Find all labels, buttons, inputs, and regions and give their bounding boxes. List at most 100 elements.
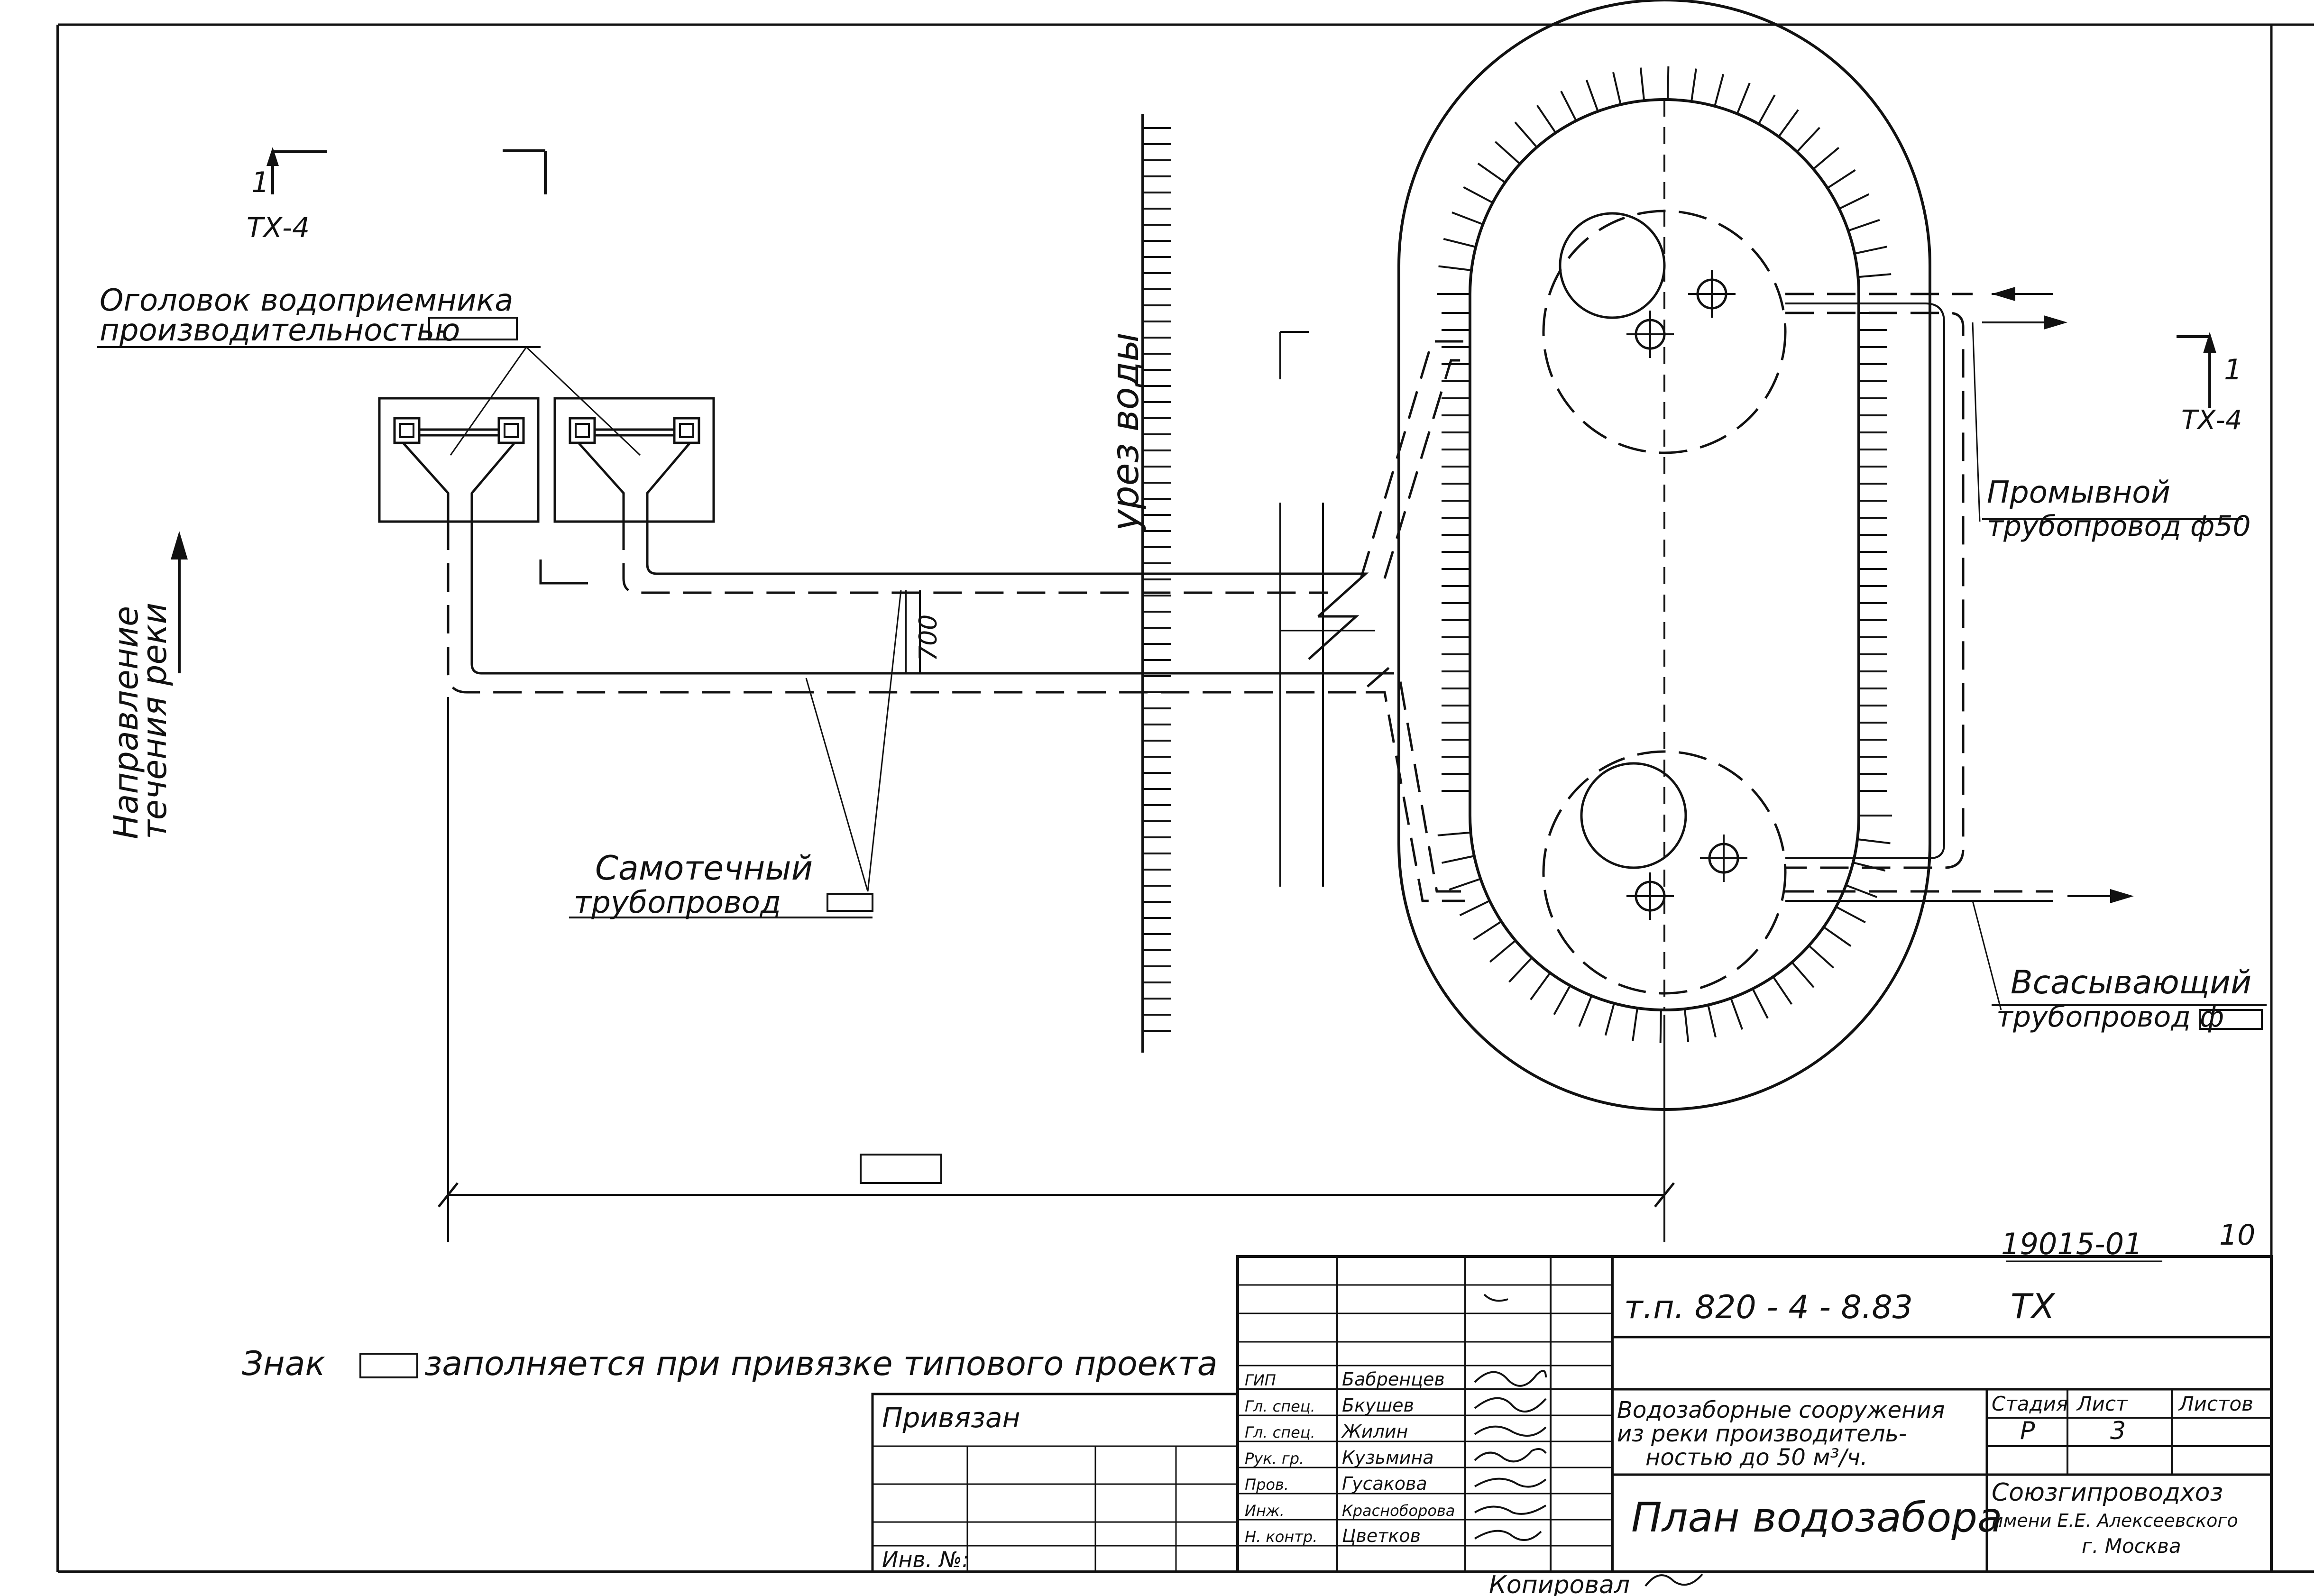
- section-code: ТХ: [2011, 1286, 2056, 1326]
- section-mark-right-ref: ТХ-4: [2181, 405, 2242, 436]
- flush-inflow-arrow: [1992, 287, 2015, 301]
- chamber-hatch-tick: [1494, 141, 1521, 165]
- bound-label: Привязан: [882, 1402, 1020, 1434]
- chamber-hatch-tick: [1838, 193, 1870, 210]
- river-flow-label-line1: Направление: [107, 606, 146, 839]
- organization-line1: Союзгипроводхоз: [1992, 1478, 2223, 1507]
- chamber-hatch-tick: [1604, 1003, 1615, 1036]
- chamber-hatch-tick: [1730, 998, 1744, 1030]
- sheet-value: 3: [2110, 1417, 2126, 1445]
- sheet-corner-number: 10: [2219, 1219, 2255, 1252]
- chamber-hatch-tick: [1449, 878, 1481, 891]
- handwritten-signatures: [1474, 1293, 1547, 1541]
- organization-line3: г. Москва: [2082, 1534, 2181, 1558]
- chamber-outer-wall: [1397, 0, 1931, 1111]
- chamber-hatch-tick: [1560, 91, 1577, 121]
- note-sign-box: [359, 1353, 418, 1378]
- sig-role: Пров.: [1245, 1476, 1289, 1494]
- gravity-pipe-label-line1: Самотечный: [595, 849, 813, 888]
- sig-name: Бкушев: [1342, 1395, 1414, 1416]
- section-mark-number: 1: [251, 166, 269, 199]
- sig-role: Рук. гр.: [1245, 1449, 1304, 1468]
- lower-well: [1542, 750, 1787, 995]
- gravity-pipe-blank: [827, 893, 873, 912]
- sig-role: ГИП: [1245, 1371, 1276, 1389]
- gravity-pipe-label-line2: трубопровод: [574, 885, 781, 920]
- sig-role: Н. контр.: [1245, 1528, 1317, 1546]
- chamber-hatch-tick: [1612, 72, 1622, 105]
- sig-role: Гл. спец.: [1245, 1423, 1315, 1441]
- section-mark-right-number: 1: [2224, 353, 2242, 386]
- section-mark-ref: ТХ-4: [247, 211, 310, 244]
- chamber-hatch-tick: [1778, 109, 1799, 138]
- dim-700: 700: [914, 615, 943, 661]
- project-code: т.п. 820 - 4 - 8.83: [1624, 1289, 1913, 1326]
- chamber-hatch-tick: [1791, 962, 1815, 988]
- flush-pipeline: Промывной трубопровод ф50: [1785, 287, 2251, 869]
- sheet-header: Лист: [2076, 1392, 2128, 1415]
- river-flow-label-line2: течения реки: [135, 603, 174, 839]
- pier-lines: [1279, 331, 1375, 887]
- chamber-hatch-tick: [1514, 121, 1538, 148]
- suction-pipe-blank: [2199, 1009, 2263, 1030]
- intake-head-callout: Оголовок водоприемника производительност…: [97, 283, 641, 456]
- bank-hatching: [1143, 127, 1171, 1032]
- chamber-hatch-tick: [1772, 976, 1793, 1005]
- distance-blank: [860, 1154, 942, 1184]
- chamber-hatch-tick: [1707, 1005, 1717, 1038]
- flush-pipe-label-line1: Промывной: [1987, 475, 2170, 510]
- river-flow-arrow: [171, 531, 188, 560]
- chamber-hatch-tick: [1848, 219, 1880, 232]
- chamber-hatch-tick: [1451, 211, 1483, 225]
- inventory-label: Инв. №:: [882, 1547, 969, 1572]
- chamber-hatch-tick: [1827, 169, 1856, 189]
- upper-well: [1542, 210, 1787, 454]
- gravity-pipe-callout: Самотечный трубопровод: [569, 590, 902, 920]
- chamber-hatch-tick: [1854, 246, 1887, 255]
- chamber-hatch-tick: [1736, 83, 1751, 114]
- note-text: заполняется при привязке типового проект…: [424, 1344, 1218, 1383]
- chamber-hatch-tick: [1508, 957, 1533, 983]
- chamber-hatch-tick: [1752, 988, 1769, 1019]
- sig-name: Жилин: [1341, 1421, 1408, 1442]
- intake-head-label-line1: Оголовок водоприемника: [100, 283, 513, 318]
- chamber-hatch-tick: [1836, 906, 1866, 924]
- water-edge-label: урез воды: [1104, 332, 1147, 532]
- drawing-title: План водозабора: [1631, 1494, 2002, 1541]
- chamber-hatch-tick: [1530, 972, 1551, 1000]
- project-title-line1: Водозаборные сооружения: [1617, 1397, 1945, 1423]
- lower-pump-large: [1580, 762, 1687, 869]
- chamber-hatch-tick: [1683, 1009, 1690, 1042]
- flush-outflow-arrow: [2044, 315, 2067, 330]
- sig-name: Гусакова: [1342, 1473, 1427, 1494]
- chamber-hatch-tick: [1796, 127, 1820, 153]
- chamber-hatch-tick: [1858, 273, 1892, 278]
- project-title-line2: из реки производитель-: [1617, 1421, 1907, 1447]
- chamber-hatch-tick: [1714, 73, 1725, 107]
- title-block: 19015-01 10 Пр: [871, 1219, 2273, 1573]
- intake-head-block-left: [378, 397, 540, 523]
- dimension-line: [438, 697, 1675, 1242]
- chamber-hatch-tick: [1639, 67, 1645, 101]
- sheets-header: Листов: [2178, 1392, 2253, 1415]
- suction-outflow-arrow: [2110, 889, 2134, 903]
- intake-chamber: [1397, 0, 1931, 1111]
- copied-stamp: Копировал: [1489, 1571, 1703, 1596]
- chamber-hatch-tick: [1690, 68, 1697, 102]
- signature-rows: ГИП Бабренцев Гл. спец. Бкушев Гл. спец.…: [1245, 1369, 1455, 1546]
- chamber-hatch-tick: [1463, 186, 1493, 204]
- chamber-hatch-tick: [1489, 940, 1516, 963]
- sig-name: Бабренцев: [1342, 1369, 1445, 1390]
- intake-head-label-line2: производительностью: [100, 313, 460, 348]
- chamber-hatch-tick: [1812, 147, 1839, 170]
- flush-pipe-label-line2: трубопровод ф50: [1987, 510, 2251, 543]
- chamber-hatch-tick: [1477, 163, 1506, 183]
- chamber-hatch-tick: [1846, 884, 1877, 898]
- suction-pipeline: Всасывающий трубопровод ф: [1785, 889, 2267, 1034]
- gravity-pipelines: 700: [447, 340, 1470, 902]
- chamber-hatch-tick: [1459, 899, 1490, 917]
- chamber-hatch-tick: [1437, 831, 1471, 836]
- intake-head-block-right: [539, 397, 715, 585]
- chamber-hatch-tick: [1442, 855, 1475, 864]
- copied-label: Копировал: [1489, 1571, 1630, 1596]
